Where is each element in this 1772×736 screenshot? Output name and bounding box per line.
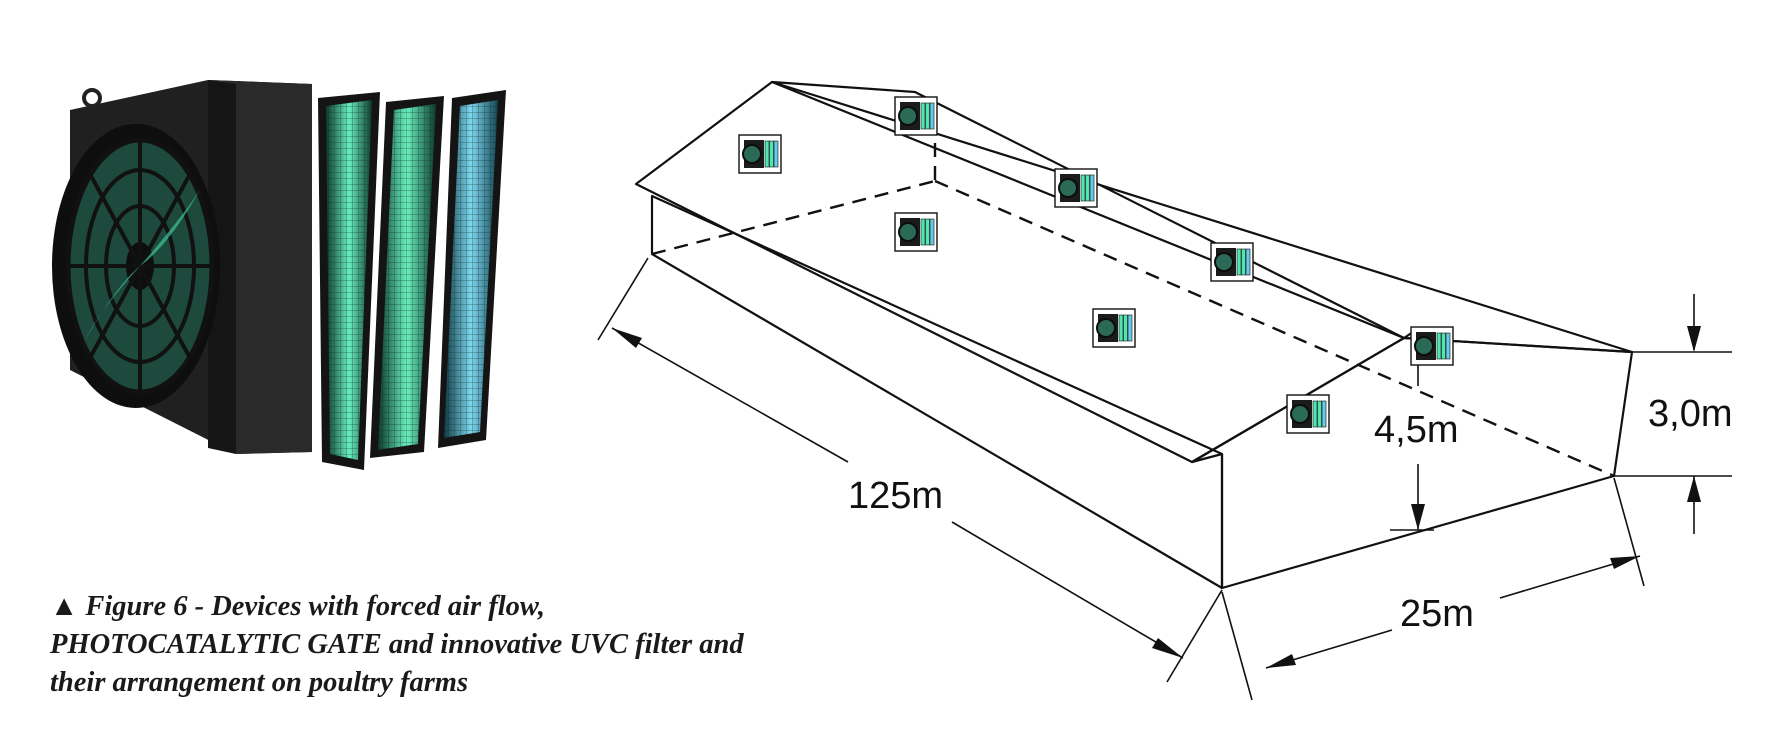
device-marker-icon [1286, 394, 1330, 434]
dimension-line-length [611, 327, 849, 463]
arrowhead-length-end [1152, 638, 1183, 658]
length-label: 125m [848, 475, 943, 517]
caption-line: their arrangement on poultry farms [50, 667, 469, 698]
barn-gable-end [1190, 336, 1634, 590]
arrowhead-wall-top [1687, 326, 1701, 352]
device-illustration [52, 80, 506, 470]
hidden-edge-long [934, 179, 1615, 478]
arrowhead-ridge-bottom [1411, 504, 1425, 530]
device-marker-icon [894, 212, 938, 252]
fan-grille [52, 124, 220, 408]
wall-height-label: 3,0m [1648, 393, 1732, 435]
device-marker-icon [1054, 168, 1098, 208]
device-marker-icon [738, 134, 782, 174]
device-marker-icon [894, 96, 938, 136]
width-label: 25m [1400, 593, 1474, 635]
caption-line: PHOTOCATALYTIC GATE and innovative UVC f… [50, 629, 744, 660]
figure-caption: ▲ Figure 6 - Devices with forced air flo… [50, 588, 910, 702]
photocatalytic-gate-panel [318, 92, 380, 470]
device-marker-icon [1410, 326, 1454, 366]
caption-line: ▲ Figure 6 - Devices with forced air flo… [50, 591, 545, 622]
photocatalytic-filter-panel [370, 96, 444, 458]
arrowhead-length-start [612, 328, 642, 348]
arrowhead-width-end [1610, 556, 1640, 569]
device-markers [738, 96, 1454, 434]
hidden-edge-base [651, 179, 936, 256]
ridge-height-label: 4,5m [1374, 409, 1458, 451]
arrowhead-wall-bottom [1687, 476, 1701, 502]
device-marker-icon [1210, 242, 1254, 282]
barn-side-wall [650, 194, 1224, 590]
device-marker-icon [1092, 308, 1136, 348]
uvc-filter-panel [438, 90, 506, 448]
arrowhead-width-start [1266, 654, 1296, 668]
